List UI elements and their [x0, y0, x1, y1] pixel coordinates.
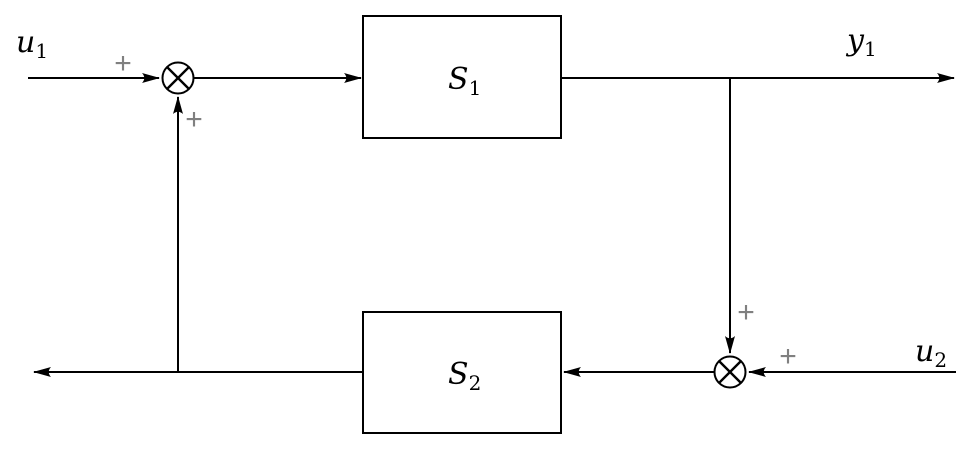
junction-cross-line	[166, 66, 190, 90]
signal-y1-label: y1	[845, 23, 877, 61]
signal-u2-label: u2	[915, 334, 947, 372]
junction-cross-line	[718, 360, 742, 384]
block-s2	[362, 311, 562, 434]
block-s1	[362, 15, 562, 139]
summing-junction-2	[713, 355, 747, 389]
summing-junction-1	[161, 61, 195, 95]
plus-sign-sum1-feedback: +	[185, 103, 203, 136]
plus-sign-sum1-input: +	[114, 47, 132, 80]
plus-sign-sum2-branch: +	[737, 296, 755, 329]
plus-sign-sum2-input: +	[779, 340, 797, 373]
block-s2-label: S2	[448, 357, 481, 395]
block-s1-label: S1	[448, 62, 481, 100]
signal-u1-label: u1	[16, 25, 48, 63]
